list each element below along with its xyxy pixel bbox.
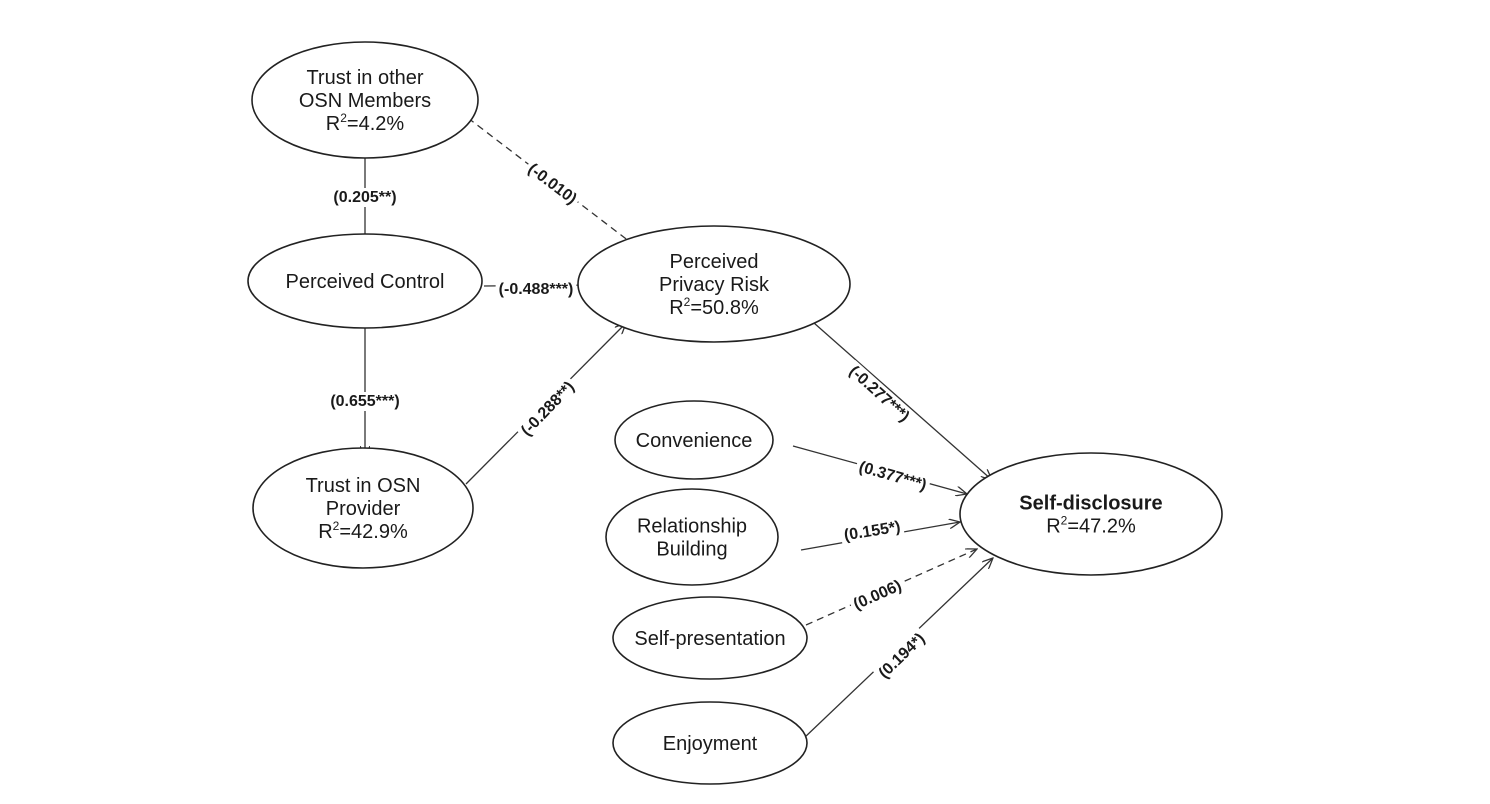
node-ellipse bbox=[605, 488, 779, 586]
r-squared-label: R2=4.2% bbox=[326, 111, 405, 135]
coefficient-label-group: (-0.010) bbox=[521, 157, 583, 211]
r-squared-superscript: 2 bbox=[333, 519, 340, 533]
node-ellipse bbox=[614, 400, 774, 480]
r-squared-equals: = bbox=[339, 521, 351, 543]
r-squared-prefix: R bbox=[1046, 516, 1060, 538]
node-ellipse bbox=[577, 225, 851, 343]
coefficient-label-background bbox=[327, 392, 403, 411]
coefficient-label-group: (-0.288**) bbox=[515, 375, 581, 443]
coefficient-label: (-0.010) bbox=[525, 161, 580, 208]
r-squared-value: 4.2% bbox=[359, 113, 405, 135]
coefficient-label-group: (0.006) bbox=[847, 575, 908, 616]
r-squared-prefix: R bbox=[669, 297, 683, 319]
coefficient-label-background bbox=[521, 157, 583, 211]
node-ellipse bbox=[252, 447, 474, 569]
node-label: Convenience bbox=[636, 430, 753, 452]
r-squared-superscript: 2 bbox=[1061, 514, 1068, 528]
node-label: OSN Members bbox=[299, 90, 431, 112]
coefficient-label-background bbox=[495, 280, 577, 299]
node-label: Privacy Risk bbox=[659, 274, 770, 296]
coefficient-label: (-0.288**) bbox=[518, 379, 578, 440]
node-enjoyment: Enjoyment bbox=[612, 701, 808, 785]
node-perceived-control: Perceived Control bbox=[247, 233, 483, 329]
coefficient-label-background bbox=[515, 375, 581, 443]
coefficient-label: (0.377***) bbox=[857, 459, 928, 494]
r-squared-prefix: R bbox=[326, 113, 340, 135]
coefficient-label-group: (0.205**) bbox=[330, 188, 400, 207]
r-squared-label: R2=50.8% bbox=[669, 295, 759, 319]
node-label: Self-disclosure bbox=[1019, 493, 1162, 515]
coefficient-label-background bbox=[839, 517, 905, 546]
coefficient-label-group: (-0.488***) bbox=[495, 280, 577, 299]
node-label: Self-presentation bbox=[634, 628, 785, 650]
node-label: Relationship bbox=[637, 516, 747, 538]
coefficient-label: (0.006) bbox=[851, 577, 904, 613]
coefficient-label: (0.655***) bbox=[330, 393, 399, 410]
coefficient-label-group: (-0.277***) bbox=[842, 360, 916, 429]
r-squared-superscript: 2 bbox=[684, 295, 691, 309]
r-squared-value: 47.2% bbox=[1079, 516, 1136, 538]
node-ellipse bbox=[959, 452, 1223, 576]
r-squared-label: R2=42.9% bbox=[318, 519, 408, 543]
coefficient-label-background bbox=[853, 456, 932, 496]
node-self-presentation: Self-presentation bbox=[612, 596, 808, 680]
coefficient-label-group: (0.655***) bbox=[327, 392, 403, 411]
coefficient-label: (-0.277***) bbox=[846, 363, 913, 426]
r-squared-equals: = bbox=[347, 113, 359, 135]
r-squared-superscript: 2 bbox=[340, 111, 347, 125]
node-label: Perceived bbox=[670, 251, 759, 273]
coefficient-label-background bbox=[872, 627, 932, 685]
coefficient-label-background bbox=[847, 575, 908, 616]
coefficient-label-group: (0.155*) bbox=[839, 517, 905, 546]
r-squared-prefix: R bbox=[318, 521, 332, 543]
r-squared-value: 50.8% bbox=[702, 297, 759, 319]
r-squared-value: 42.9% bbox=[351, 521, 408, 543]
node-label: Trust in OSN bbox=[306, 475, 421, 497]
r-squared-label: R2=47.2% bbox=[1046, 514, 1136, 538]
node-label: Trust in other bbox=[306, 67, 423, 89]
coefficient-label-background bbox=[842, 360, 916, 429]
edge-risk-to-disclosure bbox=[813, 322, 992, 480]
coefficient-label: (-0.488***) bbox=[499, 281, 574, 298]
node-label: Enjoyment bbox=[663, 733, 758, 755]
r-squared-equals: = bbox=[1067, 516, 1079, 538]
coefficient-label-background bbox=[330, 188, 400, 207]
coefficient-label-group: (0.377***) bbox=[853, 456, 932, 496]
node-ellipse bbox=[251, 41, 479, 159]
node-ellipse bbox=[247, 233, 483, 329]
coefficient-label: (0.194*) bbox=[876, 630, 929, 682]
node-convenience: Convenience bbox=[614, 400, 774, 480]
r-squared-equals: = bbox=[690, 297, 702, 319]
node-ellipse bbox=[612, 596, 808, 680]
coefficient-label-group: (0.194*) bbox=[872, 627, 932, 685]
node-label: Provider bbox=[326, 498, 401, 520]
node-ellipse bbox=[612, 701, 808, 785]
node-label: Building bbox=[656, 539, 727, 561]
coefficient-label: (0.205**) bbox=[333, 189, 396, 206]
node-label: Perceived Control bbox=[286, 271, 445, 293]
